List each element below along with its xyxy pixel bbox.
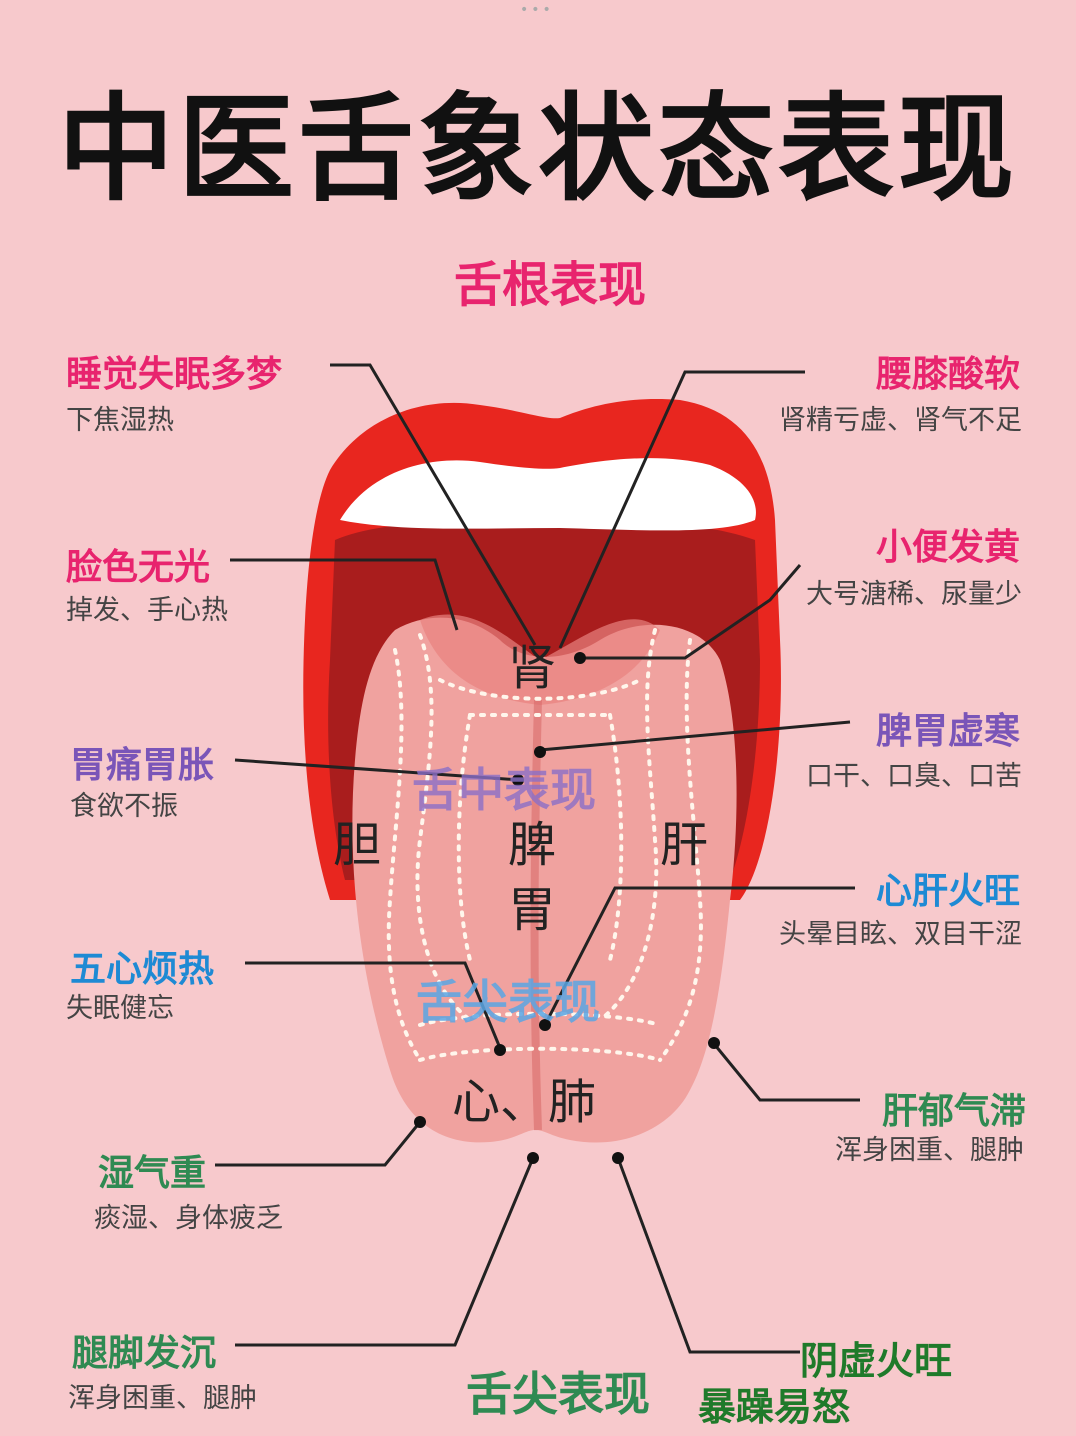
right-label-sub: 头晕目眩、双目干涩 <box>779 919 1022 950</box>
right-label-sub: 浑身困重、腿肿 <box>835 1135 1024 1166</box>
left-label-title: 五心烦热 <box>70 949 215 990</box>
right-label-title: 心肝火旺 <box>875 871 1020 912</box>
organ-stomach: 胃 <box>508 882 557 938</box>
right-label-title: 脾胃虚寒 <box>875 711 1020 752</box>
section-tip-title: 舌尖表现 <box>466 1367 650 1421</box>
left-label-sub: 痰湿、身体疲乏 <box>94 1203 283 1234</box>
page-title: 中医舌象状态表现 <box>58 82 1018 217</box>
left-label-sub: 下焦湿热 <box>66 405 174 436</box>
organ-gallbladder: 胆 <box>333 817 382 873</box>
left-label-title: 睡觉失眠多梦 <box>66 354 283 395</box>
teeth-shape <box>340 458 756 531</box>
left-label-sub: 浑身困重、腿肿 <box>68 1383 257 1414</box>
leader-lines <box>215 363 860 1354</box>
bottom-right-title: 阴虚火旺 <box>800 1339 953 1383</box>
section-middle-title: 舌中表现 <box>412 763 596 817</box>
right-label-sub: 肾精亏虚、肾气不足 <box>779 405 1022 436</box>
left-label-title: 胃痛胃胀 <box>70 745 215 786</box>
organ-heart-lung: 心、肺 <box>452 1074 597 1130</box>
left-label-sub: 失眠健忘 <box>66 993 174 1024</box>
bottom-right-sub: 暴躁易怒 <box>698 1385 851 1429</box>
left-label-title: 脸色无光 <box>66 547 211 588</box>
right-label-sub: 口干、口臭、口苦 <box>806 761 1022 792</box>
section-root-title: 舌根表现 <box>453 257 646 313</box>
top-dots: ••• <box>520 2 554 18</box>
tongue-shape <box>352 617 737 1143</box>
organ-kidney: 肾 <box>508 640 557 696</box>
right-label-title: 小便发黄 <box>875 527 1020 568</box>
organ-liver: 肝 <box>660 817 709 873</box>
organ-spleen: 脾 <box>508 817 557 873</box>
left-label-sub: 食欲不振 <box>70 791 178 822</box>
right-label-sub: 大号溏稀、尿量少 <box>806 579 1022 610</box>
section-tip-overlay-title: 舌尖表现 <box>416 975 600 1029</box>
right-label-title: 腰膝酸软 <box>875 354 1020 395</box>
left-label-title: 腿脚发沉 <box>72 1333 217 1374</box>
right-label-title: 肝郁气滞 <box>881 1091 1026 1132</box>
leader-dots <box>414 652 720 1164</box>
left-label-title: 湿气重 <box>98 1153 207 1194</box>
left-label-sub: 掉发、手心热 <box>66 595 228 626</box>
